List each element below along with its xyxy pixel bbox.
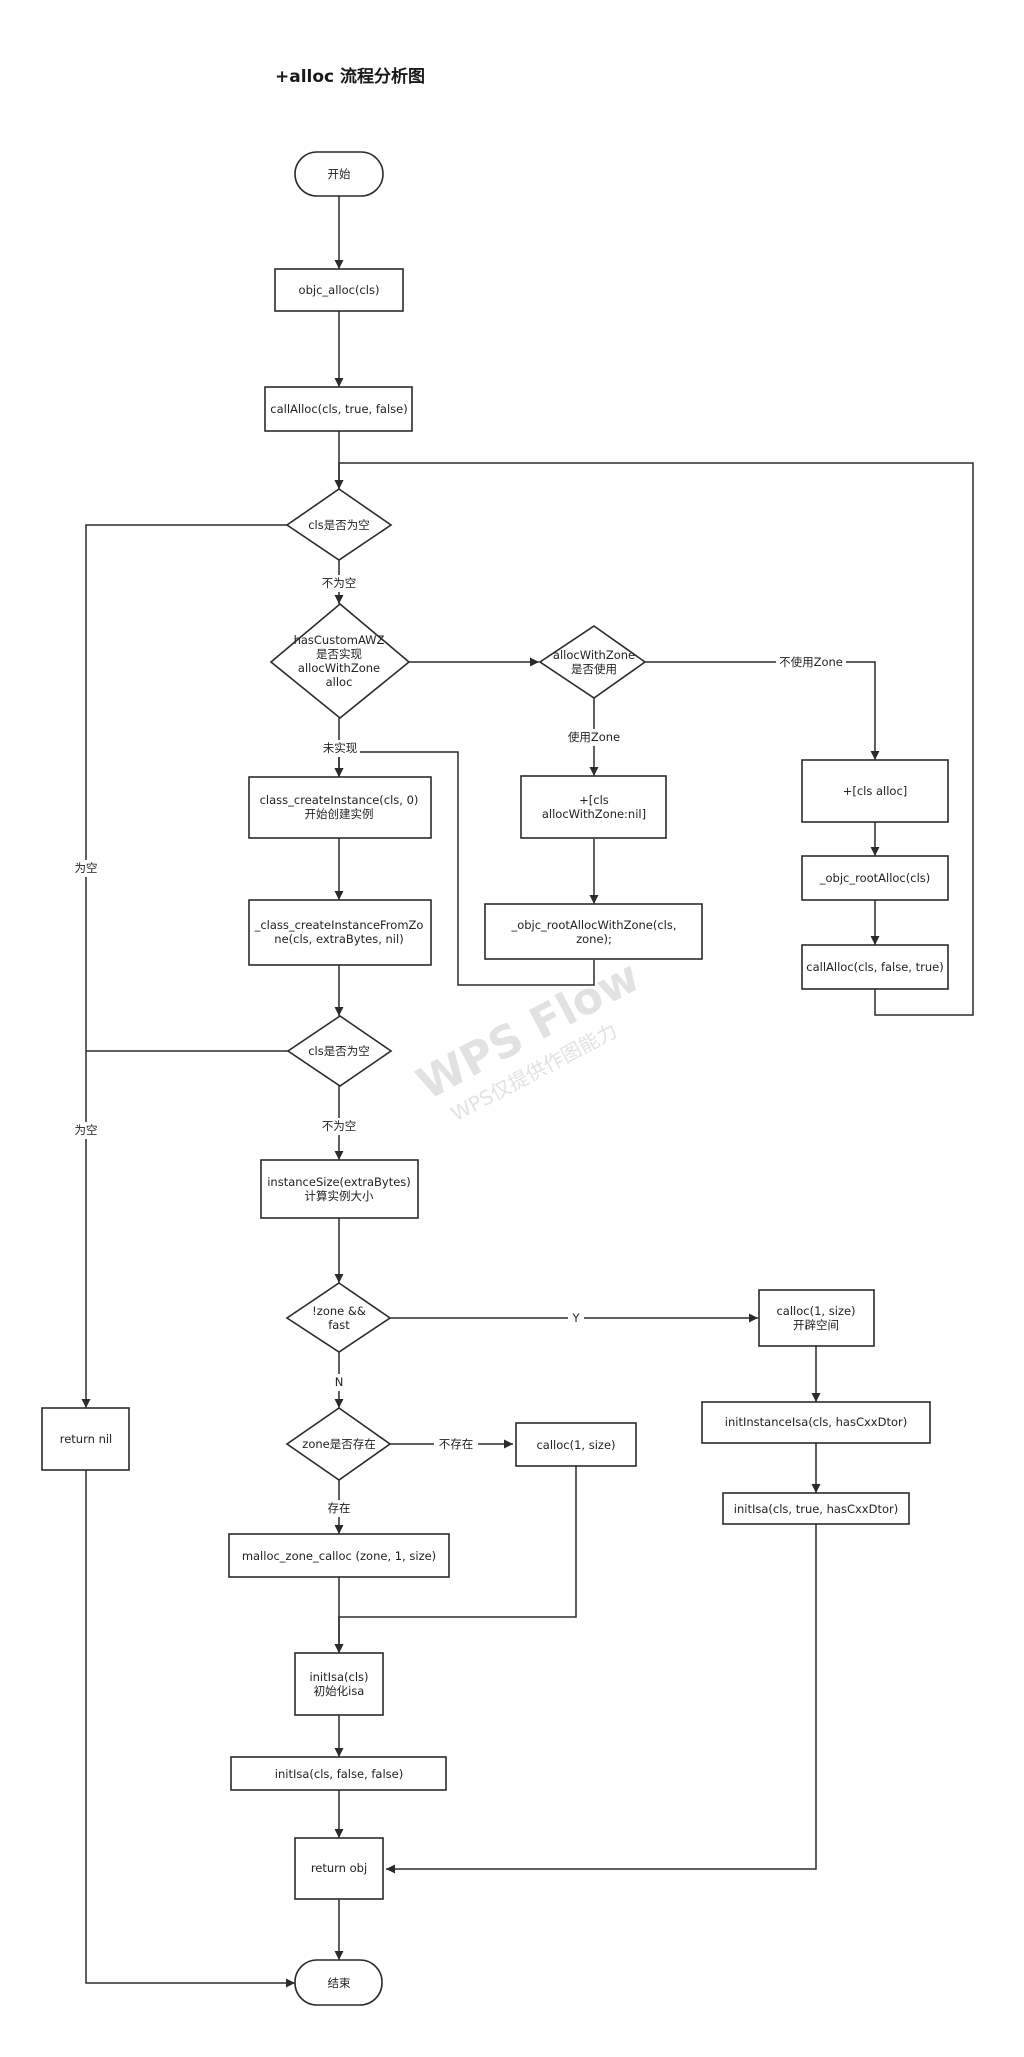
node-start: 开始 bbox=[294, 151, 384, 197]
edge-labels: 不为空 未实现 使用Zone 不使用Zone 为空 不为空 为空 Y bbox=[70, 575, 846, 1517]
edge-label-no: N bbox=[331, 1374, 347, 1391]
node-label-line: allocWithZone bbox=[553, 648, 635, 662]
edge-cls-null-to-return-nil bbox=[81, 524, 287, 1408]
node-createinstance: class_createInstance(cls, 0)开始创建实例 bbox=[248, 776, 432, 839]
node-callalloc-2: callAlloc(cls, false, true) bbox=[801, 944, 949, 990]
node-callalloc-1: callAlloc(cls, true, false) bbox=[264, 386, 413, 432]
node-label-line: !zone && bbox=[312, 1304, 366, 1318]
node-label-line: allocWithZone bbox=[298, 661, 380, 675]
node-label-line: callAlloc(cls, false, true) bbox=[806, 960, 943, 974]
node-malloc-zone-calloc: malloc_zone_calloc (zone, 1, size) bbox=[228, 1533, 450, 1578]
node-label-line: calloc(1, size) bbox=[776, 1304, 855, 1318]
node-initisa-true: initIsa(cls, true, hasCxxDtor) bbox=[722, 1492, 910, 1525]
node-calloc-plain: calloc(1, size) bbox=[515, 1422, 637, 1467]
node-return-obj: return obj bbox=[294, 1837, 384, 1900]
node-initisa-false: initIsa(cls, false, false) bbox=[230, 1756, 447, 1791]
node-objc-alloc: objc_alloc(cls) bbox=[274, 268, 404, 312]
node-label-line: 初始化isa bbox=[314, 1684, 365, 1698]
node-cls-alloc: +[cls alloc] bbox=[801, 759, 949, 823]
node-label-line: +[cls bbox=[579, 793, 609, 807]
edge-label-is-null-1: 为空 bbox=[70, 860, 102, 877]
edges bbox=[81, 196, 974, 1988]
node-rootalloc: _objc_rootAlloc(cls) bbox=[801, 855, 949, 901]
node-label-line: 是否使用 bbox=[571, 662, 617, 676]
edge-label-not-implemented: 未实现 bbox=[320, 740, 360, 757]
svg-text:未实现: 未实现 bbox=[323, 741, 358, 755]
svg-text:不为空: 不为空 bbox=[322, 576, 357, 590]
node-initinstanceisa: initInstanceIsa(cls, hasCxxDtor) bbox=[701, 1401, 931, 1444]
edge-label-not-exist: 不存在 bbox=[434, 1436, 478, 1453]
edge-return-nil-to-end bbox=[85, 1470, 295, 1988]
node-label-line: class_createInstance(cls, 0) bbox=[260, 793, 419, 807]
svg-text:不存在: 不存在 bbox=[439, 1437, 474, 1451]
node-label-line: 开始 bbox=[328, 167, 351, 181]
node-label-line: hasCustomAWZ bbox=[294, 633, 385, 647]
node-label-line: initIsa(cls, true, hasCxxDtor) bbox=[734, 1502, 898, 1516]
node-rootallocwithzone: _objc_rootAllocWithZone(cls,zone); bbox=[484, 903, 703, 960]
edge-label-no-zone: 不使用Zone bbox=[776, 654, 846, 671]
node-label-line: _objc_rootAllocWithZone(cls, bbox=[510, 918, 676, 932]
node-label-line: fast bbox=[328, 1318, 350, 1332]
svg-text:不为空: 不为空 bbox=[322, 1119, 357, 1133]
node-initisa-cls: initIsa(cls)初始化isa bbox=[294, 1652, 384, 1716]
node-label-line: _objc_rootAlloc(cls) bbox=[819, 871, 931, 885]
node-label-line: initInstanceIsa(cls, hasCxxDtor) bbox=[725, 1415, 907, 1429]
node-label-line: return obj bbox=[311, 1861, 367, 1875]
diagram-title: +alloc 流程分析图 bbox=[275, 66, 425, 87]
node-label-line: allocWithZone:nil] bbox=[542, 807, 646, 821]
edge-callalloc2-loop-to-cls-null bbox=[334, 462, 974, 1016]
node-return-nil: return nil bbox=[41, 1407, 130, 1471]
edge-allocwithzone-to-cls-alloc bbox=[645, 661, 880, 760]
node-label-line: return nil bbox=[60, 1432, 113, 1446]
svg-text:为空: 为空 bbox=[75, 1123, 98, 1137]
node-label-line: zone是否存在 bbox=[302, 1437, 375, 1451]
node-instancesize: instanceSize(extraBytes)计算实例大小 bbox=[260, 1159, 419, 1219]
node-label-line: calloc(1, size) bbox=[536, 1438, 615, 1452]
nodes: 开始 objc_alloc(cls) callAlloc(cls, true, … bbox=[41, 151, 949, 2006]
node-calloc-fast: calloc(1, size)开辟空间 bbox=[758, 1289, 875, 1347]
svg-text:存在: 存在 bbox=[328, 1501, 351, 1515]
watermark: WPS Flow WPS仅提供作图能力 bbox=[409, 951, 648, 1126]
node-label-line: cls是否为空 bbox=[308, 1044, 370, 1058]
edge-label-is-null-2: 为空 bbox=[70, 1122, 102, 1139]
node-label-line: initIsa(cls, false, false) bbox=[275, 1767, 403, 1781]
node-zone-exists: zone是否存在 bbox=[285, 1407, 392, 1481]
svg-text:不使用Zone: 不使用Zone bbox=[779, 655, 843, 669]
edge-label-yes: Y bbox=[568, 1310, 584, 1327]
node-label-line: _class_createInstanceFromZo bbox=[254, 918, 424, 932]
svg-text:N: N bbox=[335, 1375, 344, 1389]
node-zone-fast: !zone &&fast bbox=[285, 1282, 392, 1353]
svg-text:使用Zone: 使用Zone bbox=[568, 730, 620, 744]
node-label-line: +[cls alloc] bbox=[843, 784, 908, 798]
node-label-line: objc_alloc(cls) bbox=[299, 283, 380, 297]
edge-label-not-null-1: 不为空 bbox=[317, 575, 361, 592]
node-cls-null-2: cls是否为空 bbox=[286, 1015, 393, 1087]
node-label-line: initIsa(cls) bbox=[309, 1670, 368, 1684]
node-label-line: 计算实例大小 bbox=[305, 1189, 374, 1203]
node-label-line: callAlloc(cls, true, false) bbox=[270, 402, 407, 416]
svg-text:为空: 为空 bbox=[75, 861, 98, 875]
edge-label-use-zone: 使用Zone bbox=[564, 729, 624, 746]
node-end: 结束 bbox=[294, 1959, 383, 2006]
node-label-line: zone); bbox=[576, 932, 612, 946]
edge-initisa-true-to-return-obj bbox=[386, 1524, 817, 1874]
edge-label-not-null-2: 不为空 bbox=[317, 1118, 361, 1135]
node-label-line: alloc bbox=[326, 675, 353, 689]
node-label-line: cls是否为空 bbox=[308, 518, 370, 532]
node-label-line: 结束 bbox=[328, 1976, 351, 1990]
node-label-line: malloc_zone_calloc (zone, 1, size) bbox=[242, 1549, 436, 1563]
node-label-line: ne(cls, extraBytes, nil) bbox=[274, 932, 403, 946]
node-label-line: instanceSize(extraBytes) bbox=[267, 1175, 411, 1189]
node-label-line: 开始创建实例 bbox=[305, 807, 374, 821]
svg-text:Y: Y bbox=[571, 1311, 580, 1325]
node-cls-null-1: cls是否为空 bbox=[285, 488, 393, 561]
node-label-line: 是否实现 bbox=[316, 647, 362, 661]
node-label-line: 开辟空间 bbox=[793, 1318, 839, 1332]
edge-label-exist: 存在 bbox=[323, 1500, 355, 1517]
